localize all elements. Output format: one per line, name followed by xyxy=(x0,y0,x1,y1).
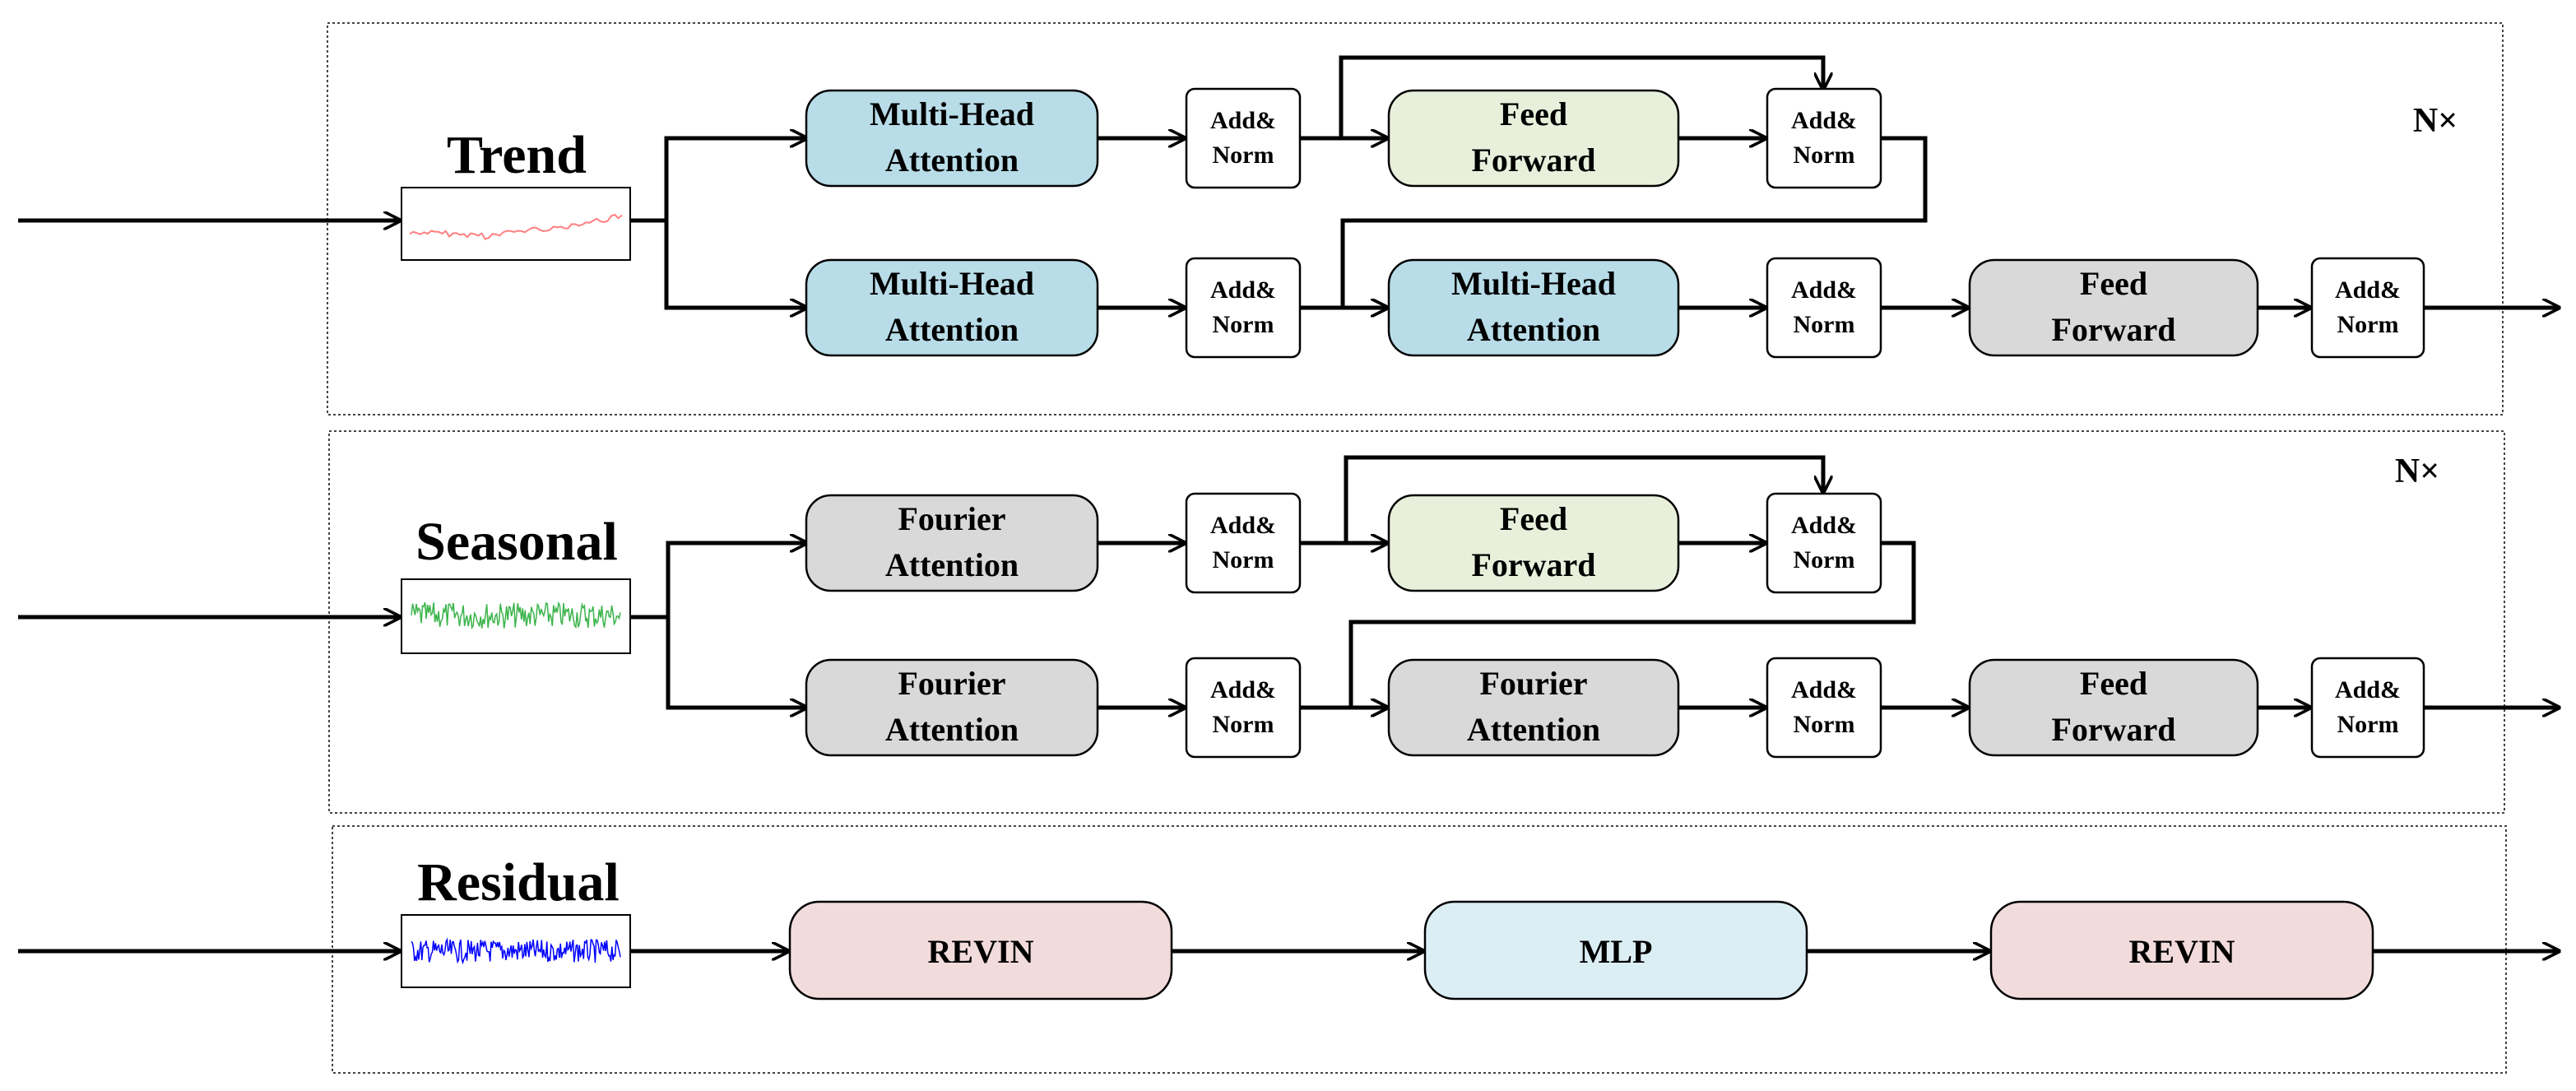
svg-text:Attention: Attention xyxy=(1467,711,1600,748)
trend-sparkline xyxy=(409,213,623,240)
svg-text:Norm: Norm xyxy=(1213,711,1274,738)
seasonal-bottom-feed-forward: Feed Forward xyxy=(1968,658,2259,757)
seasonal-top-add-norm-1: Add& Norm xyxy=(1185,492,1302,594)
trend-sparkline-box xyxy=(401,187,631,261)
seasonal-top-add-norm-2: Add& Norm xyxy=(1766,492,1882,594)
svg-text:Add&: Add& xyxy=(1210,107,1276,134)
svg-text:Norm: Norm xyxy=(1794,142,1855,169)
svg-text:Add&: Add& xyxy=(2335,676,2401,703)
svg-text:Forward: Forward xyxy=(2051,711,2175,748)
seasonal-section: Seasonal N× Fourier Attention Add& Norm xyxy=(18,430,2559,814)
svg-text:Add&: Add& xyxy=(2335,276,2401,304)
svg-text:Forward: Forward xyxy=(2051,311,2175,348)
seasonal-title: Seasonal xyxy=(415,512,618,572)
svg-text:Add&: Add& xyxy=(1791,276,1857,304)
trend-bottom-multihead-attention-1: Multi-Head Attention xyxy=(805,258,1099,357)
svg-text:Add&: Add& xyxy=(1791,107,1857,134)
svg-text:Fourier: Fourier xyxy=(898,665,1005,702)
trend-top-add-norm-2: Add& Norm xyxy=(1766,87,1882,189)
svg-text:Forward: Forward xyxy=(1471,546,1595,583)
svg-text:Norm: Norm xyxy=(2337,311,2399,338)
residual-sparkline xyxy=(411,937,621,965)
svg-text:Multi-Head: Multi-Head xyxy=(870,95,1034,132)
seasonal-top-skip xyxy=(1344,455,1823,543)
svg-text:Norm: Norm xyxy=(1794,546,1855,573)
trend-bottom-add-norm-3: Add& Norm xyxy=(2310,257,2425,359)
svg-text:Add&: Add& xyxy=(1791,512,1857,539)
svg-text:MLP: MLP xyxy=(1580,933,1653,970)
svg-text:Feed: Feed xyxy=(2080,665,2147,702)
trend-section: Trend N× Multi-Head Attention Add& xyxy=(18,22,2559,416)
residual-revin-2: REVIN xyxy=(1989,900,2374,1000)
seasonal-bottom-add-norm-3: Add& Norm xyxy=(2310,657,2425,759)
svg-text:Norm: Norm xyxy=(1213,311,1274,338)
svg-text:Attention: Attention xyxy=(885,546,1019,583)
svg-text:Feed: Feed xyxy=(2080,265,2147,302)
svg-text:REVIN: REVIN xyxy=(928,933,1034,970)
residual-section: Residual REVIN MLP REVIN xyxy=(18,825,2559,1074)
svg-text:Norm: Norm xyxy=(1794,311,1855,338)
svg-text:Attention: Attention xyxy=(1467,311,1600,348)
svg-text:REVIN: REVIN xyxy=(2129,933,2235,970)
seasonal-sparkline xyxy=(411,601,621,630)
seasonal-split-connector xyxy=(630,543,806,620)
svg-text:Feed: Feed xyxy=(1500,500,1567,537)
svg-text:Fourier: Fourier xyxy=(1479,665,1587,702)
svg-text:Attention: Attention xyxy=(885,142,1019,179)
trend-split-connector-lower xyxy=(664,221,806,308)
svg-text:Add&: Add& xyxy=(1791,676,1857,703)
svg-text:Multi-Head: Multi-Head xyxy=(1451,265,1616,302)
trend-bottom-feed-forward: Feed Forward xyxy=(1968,258,2259,357)
trend-top-add-norm-1: Add& Norm xyxy=(1185,87,1302,189)
svg-text:Norm: Norm xyxy=(1213,546,1274,573)
svg-text:Fourier: Fourier xyxy=(898,500,1005,537)
svg-text:Forward: Forward xyxy=(1471,142,1595,179)
svg-text:Norm: Norm xyxy=(1213,142,1274,169)
seasonal-top-feed-forward: Feed Forward xyxy=(1387,494,1680,592)
seasonal-bottom-add-norm-1: Add& Norm xyxy=(1185,657,1302,759)
residual-revin-1: REVIN xyxy=(788,900,1173,1000)
svg-text:Add&: Add& xyxy=(1210,276,1276,304)
seasonal-bottom-fourier-attention-2: Fourier Attention xyxy=(1387,658,1680,757)
trend-bottom-add-norm-1: Add& Norm xyxy=(1185,257,1302,359)
seasonal-split-connector-lower xyxy=(666,617,806,708)
trend-nx-label: N× xyxy=(2413,102,2458,140)
svg-text:Add&: Add& xyxy=(1210,676,1276,703)
seasonal-bottom-fourier-attention-1: Fourier Attention xyxy=(805,658,1099,757)
trend-bottom-multihead-attention-2: Multi-Head Attention xyxy=(1387,258,1680,357)
residual-title: Residual xyxy=(417,852,620,912)
trend-top-multihead-attention: Multi-Head Attention xyxy=(805,89,1099,188)
svg-text:Norm: Norm xyxy=(2337,711,2399,738)
svg-text:Multi-Head: Multi-Head xyxy=(870,265,1034,302)
trend-top-feed-forward: Feed Forward xyxy=(1387,89,1680,188)
svg-text:Attention: Attention xyxy=(885,311,1019,348)
seasonal-top-fourier-attention: Fourier Attention xyxy=(805,494,1099,592)
svg-text:Norm: Norm xyxy=(1794,711,1855,738)
residual-mlp: MLP xyxy=(1423,900,1808,1000)
trend-title: Trend xyxy=(447,125,587,185)
trend-bottom-add-norm-2: Add& Norm xyxy=(1766,257,1882,359)
seasonal-frame xyxy=(328,430,2505,814)
seasonal-nx-label: N× xyxy=(2395,453,2439,490)
svg-text:Attention: Attention xyxy=(885,711,1019,748)
svg-text:Feed: Feed xyxy=(1500,95,1567,132)
trend-top-skip xyxy=(1339,55,1823,138)
svg-text:Add&: Add& xyxy=(1210,512,1276,539)
trend-split-connector xyxy=(630,138,806,223)
seasonal-bottom-add-norm-2: Add& Norm xyxy=(1766,657,1882,759)
